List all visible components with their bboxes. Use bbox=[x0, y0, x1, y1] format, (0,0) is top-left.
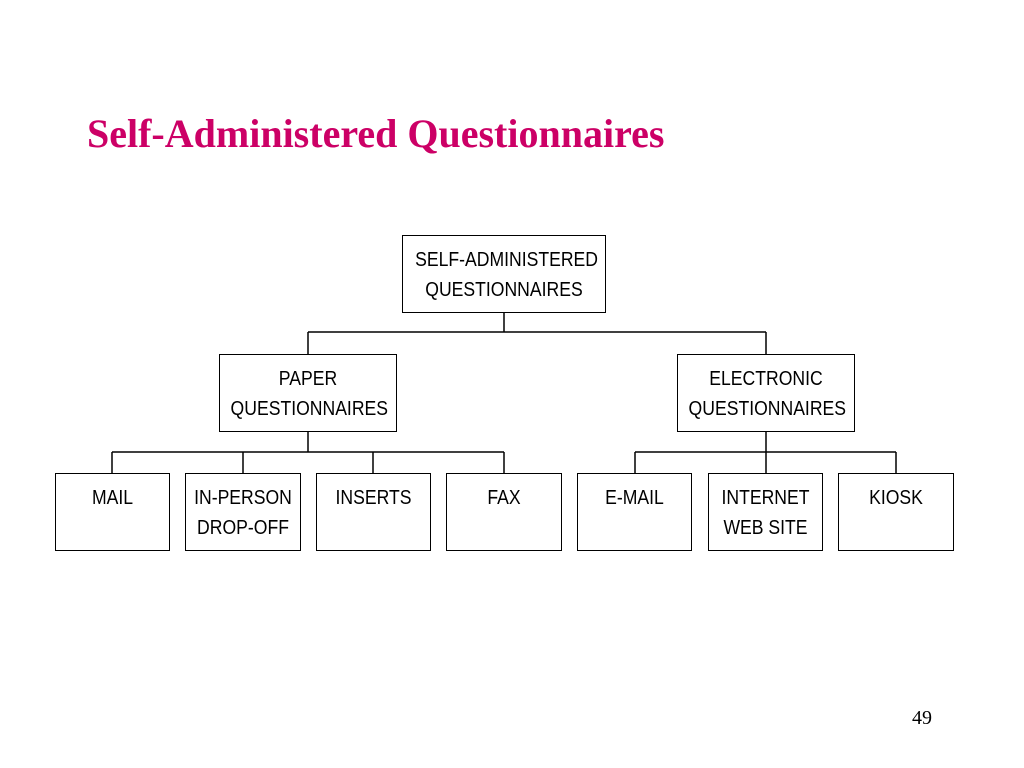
node-label-line1: PAPER bbox=[278, 368, 338, 390]
node-label-line1: SELF-ADMINISTERED bbox=[415, 249, 598, 271]
node-label-line1: ELECTRONIC bbox=[709, 368, 823, 390]
node-mail: MAIL bbox=[55, 473, 170, 551]
node-label-line2: QUESTIONNAIRES bbox=[230, 398, 389, 420]
node-in-person-drop-off: IN-PERSON DROP-OFF bbox=[185, 473, 301, 551]
node-self-administered: SELF-ADMINISTERED QUESTIONNAIRES bbox=[402, 235, 606, 313]
node-label-line2: DROP-OFF bbox=[197, 517, 289, 539]
node-paper-questionnaires: PAPER QUESTIONNAIRES bbox=[219, 354, 397, 432]
node-label-line1: E-MAIL bbox=[605, 487, 664, 509]
node-label-line2: QUESTIONNAIRES bbox=[688, 398, 847, 420]
node-fax: FAX bbox=[446, 473, 562, 551]
node-e-mail: E-MAIL bbox=[577, 473, 692, 551]
node-label-line1: INSERTS bbox=[335, 487, 412, 509]
node-label-line2: QUESTIONNAIRES bbox=[425, 279, 583, 301]
slide-title: Self-Administered Questionnaires bbox=[87, 111, 665, 156]
page-number: 49 bbox=[912, 707, 932, 729]
node-kiosk: KIOSK bbox=[838, 473, 954, 551]
node-label-line2: WEB SITE bbox=[723, 517, 808, 539]
node-label-line1: FAX bbox=[487, 487, 521, 509]
node-label-line1: KIOSK bbox=[869, 487, 923, 509]
node-electronic-questionnaires: ELECTRONIC QUESTIONNAIRES bbox=[677, 354, 855, 432]
node-label-line1: IN-PERSON bbox=[194, 487, 292, 509]
node-inserts: INSERTS bbox=[316, 473, 431, 551]
node-label-line1: INTERNET bbox=[721, 487, 810, 509]
node-internet-web-site: INTERNET WEB SITE bbox=[708, 473, 823, 551]
node-label-line1: MAIL bbox=[91, 487, 134, 509]
